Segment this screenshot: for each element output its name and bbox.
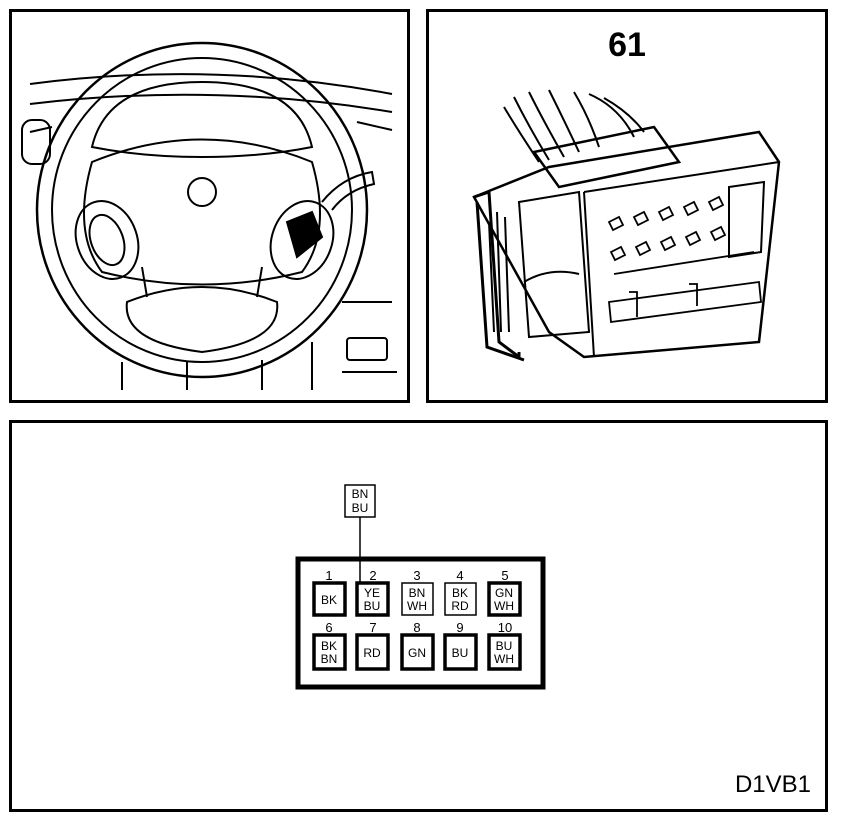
pin-number: 9 bbox=[456, 620, 463, 635]
pinout-diagram: BN BU 1 BK 2 YE BU 3 BN WH 4 BK RD 5 GN … bbox=[295, 484, 546, 690]
pin-number: 10 bbox=[498, 620, 512, 635]
pin-wire-color: GN bbox=[495, 586, 513, 600]
pin-wire-color: BU bbox=[496, 639, 513, 653]
pin-wire-color-stripe: WH bbox=[494, 652, 514, 666]
pin-number: 7 bbox=[369, 620, 376, 635]
steering-wheel-illustration bbox=[21, 41, 397, 390]
pin-cavity bbox=[355, 581, 390, 617]
pin-cavity bbox=[443, 633, 478, 671]
pin-wire-color: GN bbox=[408, 646, 426, 660]
pin-number: 8 bbox=[413, 620, 420, 635]
pin-number: 2 bbox=[369, 568, 376, 583]
pin-wire-color: RD bbox=[363, 646, 381, 660]
pin-cavity bbox=[355, 633, 390, 671]
pin-wire-color-stripe: WH bbox=[494, 599, 514, 613]
pin-wire-color-stripe: BU bbox=[364, 599, 381, 613]
pin-cavity bbox=[401, 582, 434, 616]
callout-box bbox=[344, 484, 376, 518]
steering-wheel-panel bbox=[9, 9, 410, 403]
pin-cavity bbox=[487, 581, 522, 617]
connector-number: 61 bbox=[608, 26, 646, 64]
connector-face-outline bbox=[295, 556, 546, 690]
callout-label-line1: BN bbox=[352, 487, 369, 501]
pin-number: 1 bbox=[325, 568, 332, 583]
pin-wire-color: BU bbox=[452, 646, 469, 660]
reference-code: D1VB1 bbox=[734, 771, 811, 798]
pin-number: 4 bbox=[456, 568, 463, 583]
pin-wire-color-stripe: RD bbox=[451, 599, 469, 613]
pin-wire-color-stripe: WH bbox=[407, 599, 427, 613]
pin-wire-color: YE bbox=[364, 586, 380, 600]
pin-cavity bbox=[312, 633, 347, 671]
pin-cavity bbox=[444, 582, 477, 616]
pin-cavity bbox=[312, 581, 347, 617]
pin-number: 3 bbox=[413, 568, 420, 583]
callout-label-line2: BU bbox=[352, 501, 369, 515]
pin-wire-color: BK bbox=[321, 593, 337, 607]
pin-cavity bbox=[400, 633, 435, 671]
pin-number: 6 bbox=[325, 620, 332, 635]
pin-number: 5 bbox=[501, 568, 508, 583]
connector-illustration bbox=[472, 89, 781, 362]
connector-panel: 61 bbox=[426, 9, 828, 403]
pin-wire-color-stripe: BN bbox=[321, 652, 338, 666]
pin-wire-color: BK bbox=[452, 586, 468, 600]
pin-wire-color: BN bbox=[409, 586, 426, 600]
pin-wire-color: BK bbox=[321, 639, 337, 653]
pin-cavity bbox=[487, 633, 522, 671]
pinout-panel: BN BU 1 BK 2 YE BU 3 BN WH 4 BK RD 5 GN … bbox=[9, 420, 828, 812]
